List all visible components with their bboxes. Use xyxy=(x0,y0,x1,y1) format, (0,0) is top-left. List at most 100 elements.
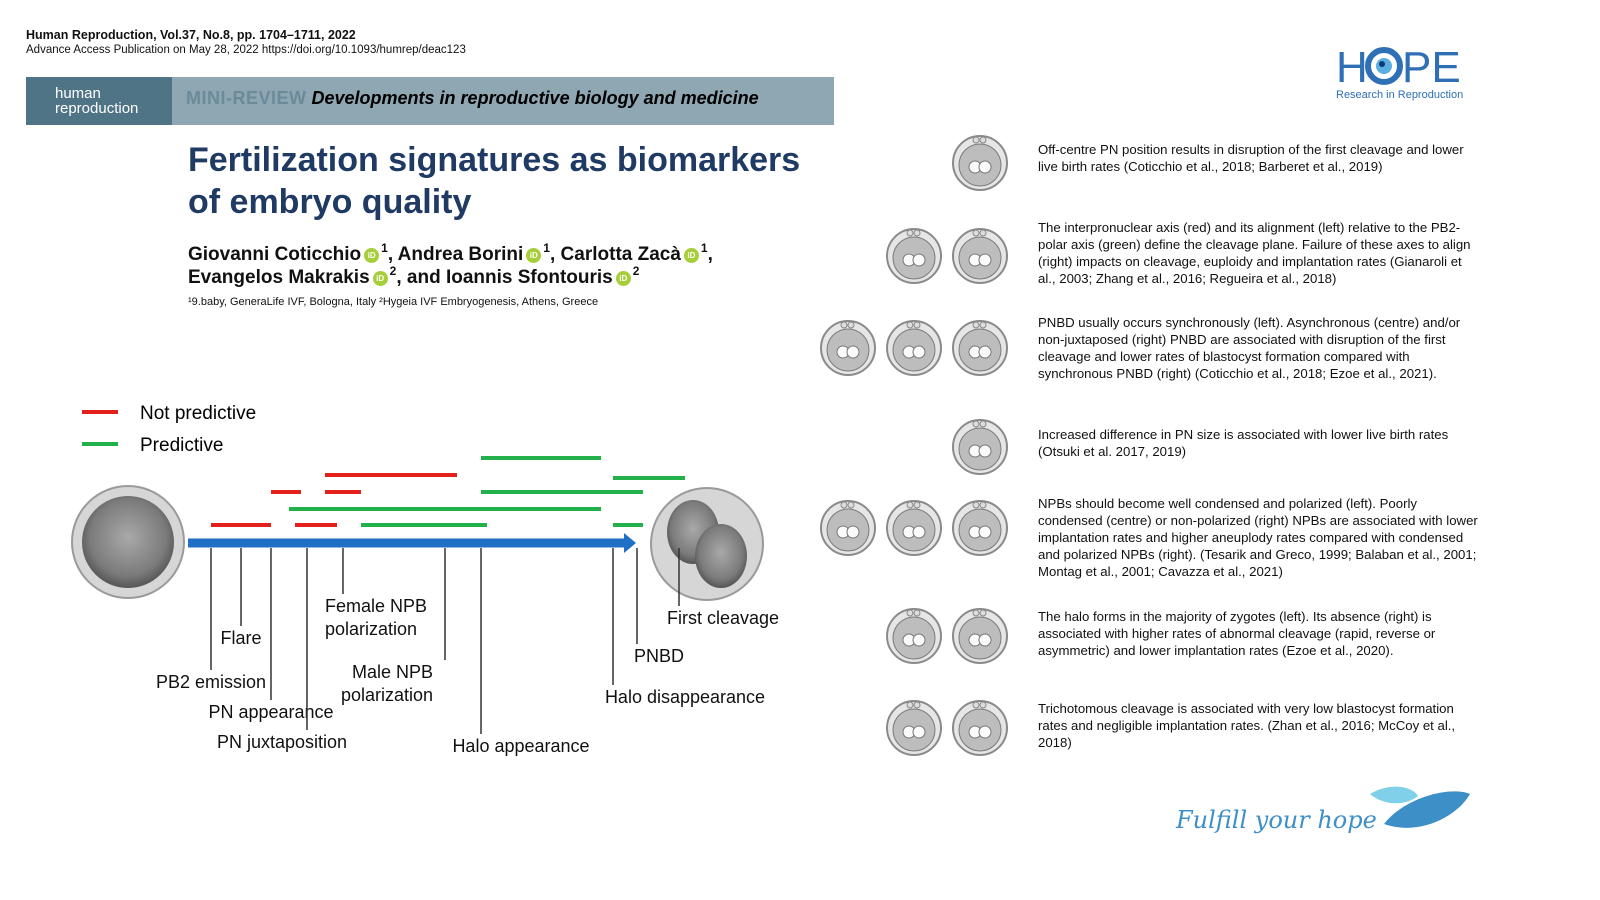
zygote-icon xyxy=(886,500,942,556)
finding-text: Trichotomous cleavage is associated with… xyxy=(1038,701,1456,750)
finding-icons xyxy=(819,493,1017,563)
fertilization-timeline-figure: Not predictive Predictive PB2 emission Fl… xyxy=(71,403,779,756)
blastomere-2 xyxy=(695,524,747,588)
timeline-axis-arrowhead xyxy=(624,533,636,553)
pronucleus xyxy=(978,253,992,267)
zygote-icon xyxy=(886,228,942,284)
author-affiliation-mark: 1 xyxy=(543,241,550,255)
event-label: Female NPB xyxy=(325,596,427,616)
article-title: Fertilization signatures as biomarkers o… xyxy=(188,141,801,221)
polar-body xyxy=(906,229,914,237)
polar-body xyxy=(840,501,848,509)
logo-line-1: human xyxy=(55,85,101,102)
polar-body xyxy=(906,501,914,509)
polar-body xyxy=(972,501,980,509)
polar-body xyxy=(979,501,987,509)
polar-body xyxy=(913,321,921,329)
zygote-icon xyxy=(952,419,1008,475)
zygote-icon xyxy=(952,228,1008,284)
timeline-events: PB2 emission Flare PN appearance PN juxtapo… xyxy=(156,548,779,756)
event-label: PN juxtaposition xyxy=(217,732,347,752)
polar-body xyxy=(906,609,914,617)
pronucleus xyxy=(978,525,992,539)
polar-body xyxy=(972,420,980,428)
event-label: Halo appearance xyxy=(452,736,589,756)
polar-body xyxy=(840,321,848,329)
article-type: MINI-REVIEW xyxy=(186,88,307,108)
author-name: Andrea Borini xyxy=(397,244,524,265)
polar-body xyxy=(979,420,987,428)
orcid-icon[interactable]: iD xyxy=(683,248,699,263)
access-publication-line: Advance Access Publication on May 28, 20… xyxy=(26,44,466,56)
finding-text: The halo forms in the majority of zygote… xyxy=(1038,609,1436,658)
human-reproduction-logo: human reproduction xyxy=(26,77,172,125)
polar-body xyxy=(972,229,980,237)
leaf-small xyxy=(1370,786,1418,804)
event-label: polarization xyxy=(341,685,433,705)
zygote-icon xyxy=(952,700,1008,756)
event-label: First cleavage xyxy=(667,608,779,628)
polar-body xyxy=(913,501,921,509)
author-affiliation-mark: 1 xyxy=(381,241,388,255)
finding-icons xyxy=(885,601,1017,671)
polar-body xyxy=(972,701,980,709)
orcid-icon[interactable]: iD xyxy=(372,271,388,286)
zygote-icon xyxy=(886,320,942,376)
pronucleus xyxy=(978,444,992,458)
pronucleus xyxy=(978,345,992,359)
finding-icons xyxy=(885,221,1017,291)
author-name: Ioannis Sfontouris xyxy=(445,267,613,288)
zygote-icon xyxy=(952,320,1008,376)
finding-icons xyxy=(951,128,1017,198)
polar-body xyxy=(979,229,987,237)
orcid-icon[interactable]: iD xyxy=(615,271,631,286)
zygote-icon xyxy=(886,608,942,664)
orcid-icon[interactable]: iD xyxy=(364,248,380,263)
author-name: Evangelos Makrakis xyxy=(188,267,370,288)
pronucleus xyxy=(978,633,992,647)
hope-logo-eye-pupil xyxy=(1379,61,1385,67)
author-affiliation-mark: 1 xyxy=(700,241,708,255)
event-label: PB2 emission xyxy=(156,672,266,692)
polar-body xyxy=(906,701,914,709)
author-affiliation-mark: 2 xyxy=(389,264,397,278)
polar-body xyxy=(913,701,921,709)
polar-body xyxy=(913,229,921,237)
leaf-large xyxy=(1384,791,1470,828)
zygote-icon xyxy=(886,700,942,756)
hope-logo-subtitle: Research in Reproduction xyxy=(1336,89,1463,101)
predictive-bars xyxy=(211,456,685,527)
legend-predictive-label: Predictive xyxy=(140,435,223,456)
pronucleus xyxy=(912,525,926,539)
finding-text: NPBs should become well condensed and po… xyxy=(1038,496,1478,579)
hope-logo-eye-ring xyxy=(1365,47,1403,85)
polar-body xyxy=(972,136,980,144)
polar-body xyxy=(979,136,987,144)
pronucleus xyxy=(912,253,926,267)
zygote-icon xyxy=(820,500,876,556)
oocyte-cytoplasm xyxy=(82,496,174,588)
finding-icons xyxy=(951,412,1017,482)
legend-not-predictive-label: Not predictive xyxy=(140,403,256,424)
pronucleus xyxy=(978,160,992,174)
polar-body xyxy=(847,501,855,509)
finding-text: PNBD usually occurs synchronously (left)… xyxy=(1038,315,1461,381)
finding-icons xyxy=(819,313,1017,383)
hope-logo-h: H xyxy=(1336,43,1368,92)
finding-text: Off-centre PN position results in disrup… xyxy=(1038,142,1464,174)
zygote-icon xyxy=(820,320,876,376)
finding-text: The interpronuclear axis (red) and its a… xyxy=(1038,220,1471,286)
finding-icons xyxy=(885,693,1017,763)
event-label: Flare xyxy=(220,628,261,648)
author-affiliation-mark: 2 xyxy=(632,264,640,278)
zygote-icon xyxy=(952,500,1008,556)
leaf-icon xyxy=(1370,786,1470,828)
article-topic: Developments in reproductive biology and… xyxy=(311,88,759,108)
event-label: Male NPB xyxy=(352,662,433,682)
event-label: PN appearance xyxy=(208,702,333,722)
orcid-icon[interactable]: iD xyxy=(526,248,542,263)
journal-banner: human reproduction MINI-REVIEW Developme… xyxy=(26,77,834,125)
journal-citation: Human Reproduction, Vol.37, No.8, pp. 17… xyxy=(26,28,356,42)
polar-body xyxy=(979,701,987,709)
